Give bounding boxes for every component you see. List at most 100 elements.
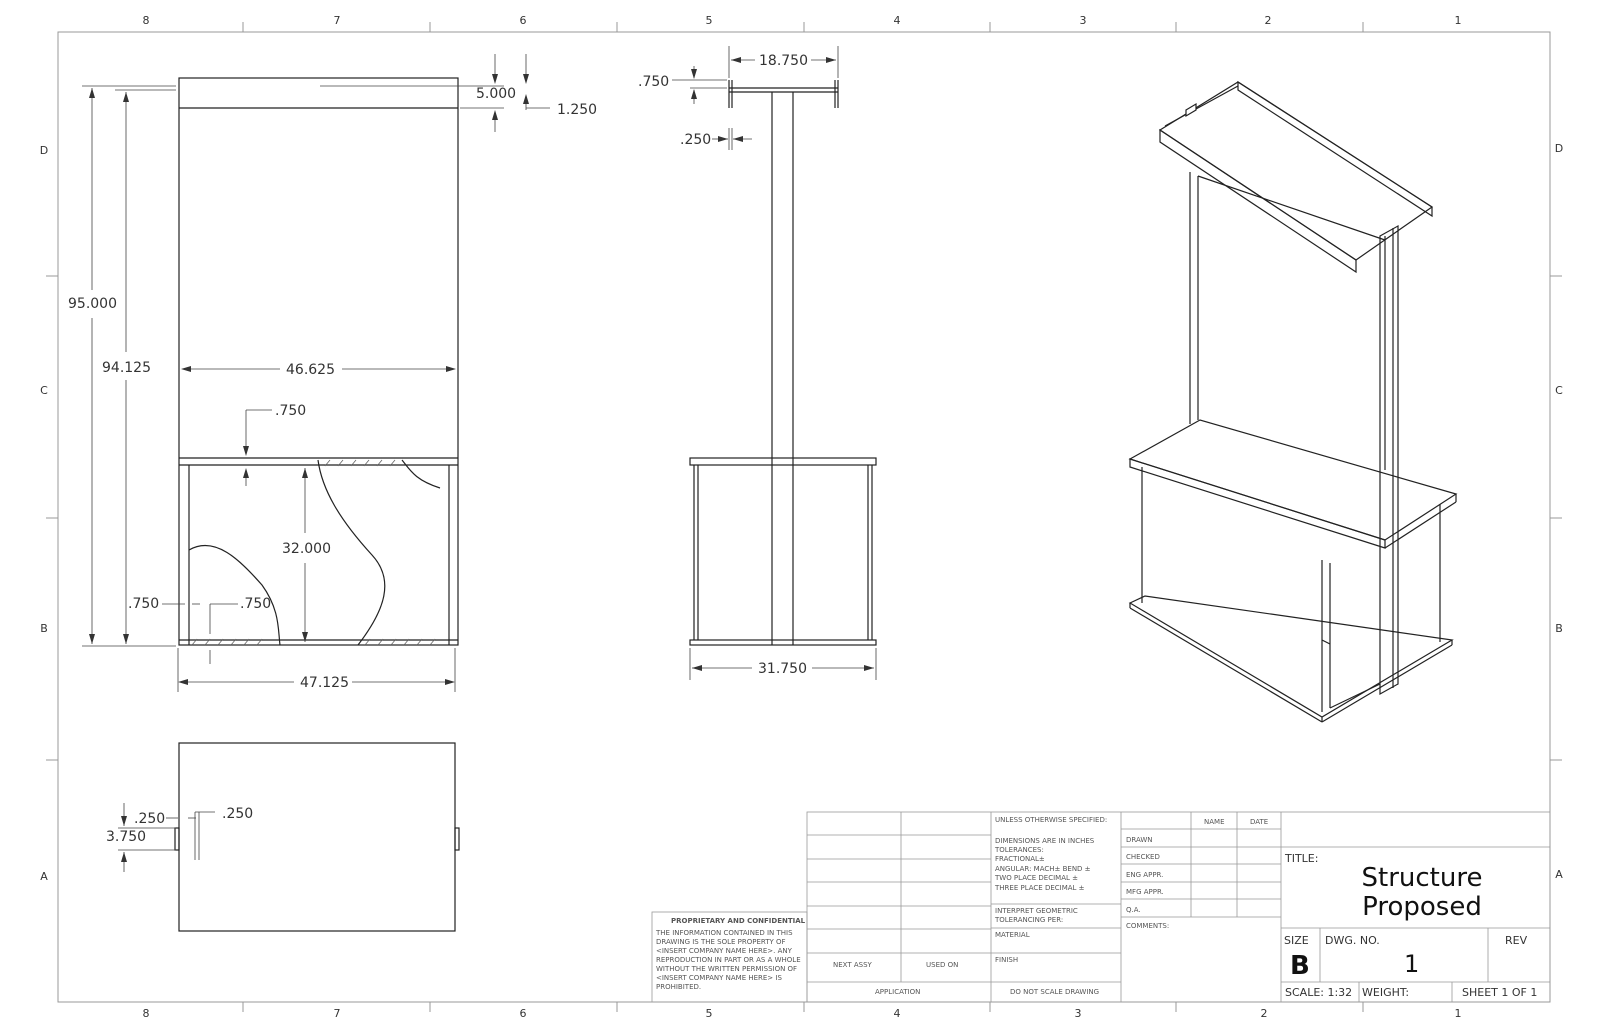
top-arrows [121,816,127,862]
drawing-title-line-2: Proposed [1362,892,1482,922]
dim-top-width: 18.750 [759,53,808,69]
proprietary-block: PROPRIETARY AND CONFIDENTIAL THE INFORMA… [651,911,808,1003]
dim-top-thickness: 1.250 [557,102,597,118]
dim-web-thickness: .250 [680,132,711,148]
zone-col-1-bottom: 1 [1455,1007,1462,1020]
dim-cabinet-height: 32.000 [282,541,331,557]
zone-labels-top: 8 7 6 5 4 3 2 1 [143,14,1462,27]
title-block: NEXT ASSY USED ON APPLICATION UNLESS OTH… [806,811,1551,1003]
interpret-line-2: TOLERANCING PER: [994,916,1063,924]
zone-row-b-right: B [1555,622,1563,635]
weight-label: WEIGHT: [1362,986,1409,999]
side-dimension-lines [672,46,877,680]
proprietary-line-3: <INSERT COMPANY NAME HERE>. ANY [656,947,793,955]
comments-label: COMMENTS: [1126,922,1169,930]
zone-labels-right: D C B A [1555,142,1563,881]
zone-row-a: A [40,870,48,883]
do-not-scale-label: DO NOT SCALE DRAWING [1010,988,1099,996]
top-view-geometry [174,742,460,932]
zone-row-d-right: D [1555,142,1563,155]
top-view: .250 .250 3.750 [106,742,460,932]
dim-shelf-thickness: .750 [275,403,306,419]
sheet-label: SHEET 1 OF 1 [1462,986,1537,999]
zone-labels-bottom: 8 7 6 5 4 3 2 1 [143,1007,1462,1020]
front-arrows [89,74,529,685]
material-label: MATERIAL [995,931,1030,939]
zone-col-6-bottom: 6 [520,1007,527,1020]
zone-col-2: 2 [1265,14,1272,27]
size-label: SIZE [1284,934,1309,947]
zone-col-4-bottom: 4 [894,1007,901,1020]
approval-mfg: MFG APPR. [1126,888,1164,896]
side-view-geometry [689,80,877,646]
zone-col-3-bottom: 3 [1075,1007,1082,1020]
front-hatch [191,459,436,646]
tolerance-line-6: THREE PLACE DECIMAL ± [994,884,1085,892]
zone-col-8-bottom: 8 [143,1007,150,1020]
dim-overall-height: 95.000 [68,296,117,312]
name-column-header: NAME [1204,818,1225,826]
proprietary-line-6: <INSERT COMPANY NAME HERE> IS [656,974,782,982]
interpret-line-1: INTERPRET GEOMETRIC [995,907,1078,915]
dwg-no-label: DWG. NO. [1325,934,1380,947]
application-label: APPLICATION [875,988,920,996]
zone-col-5-bottom: 5 [706,1007,713,1020]
zone-row-a-right: A [1555,868,1563,881]
dim-panel-width: 46.625 [286,362,335,378]
finish-label: FINISH [995,956,1018,964]
title-label: TITLE: [1284,852,1318,865]
dim-top-depth: 5.000 [476,86,516,102]
size-value: B [1290,951,1310,981]
used-on-label: USED ON [926,961,958,969]
isometric-view [1128,80,1458,723]
tolerance-line-4: ANGULAR: MACH± BEND ± [995,865,1091,873]
front-view: 95.000 94.125 46.625 .750 32.000 .750 .7… [68,54,597,692]
unless-specified-label: UNLESS OTHERWISE SPECIFIED: [995,816,1107,824]
proprietary-line-4: REPRODUCTION IN PART OR AS A WHOLE [656,956,801,964]
zone-col-2-bottom: 2 [1261,1007,1268,1020]
dim-side-thickness: .750 [128,596,159,612]
proprietary-line-5: WITHOUT THE WRITTEN PERMISSION OF [656,965,797,973]
tolerance-line-1: DIMENSIONS ARE IN INCHES [995,837,1095,845]
proprietary-line-1: THE INFORMATION CONTAINED IN THIS [655,929,793,937]
dim-tab-length: 3.750 [106,829,146,845]
dim-base-thickness: .750 [240,596,271,612]
approval-eng: ENG APPR. [1126,871,1163,879]
tolerance-line-3: FRACTIONAL± [995,855,1045,863]
zone-row-c-right: C [1555,384,1563,397]
drawing-title-line-1: Structure [1362,863,1483,893]
zone-col-8: 8 [143,14,150,27]
next-assy-label: NEXT ASSY [833,961,873,969]
dim-overall-width: 47.125 [300,675,349,691]
rev-label: REV [1505,934,1528,947]
dim-tab-gap-b: .250 [222,806,253,822]
dim-tab-gap-a: .250 [134,811,165,827]
zone-col-7: 7 [334,14,341,27]
dim-inner-height: 94.125 [102,360,151,376]
dim-base-width: 31.750 [758,661,807,677]
front-view-geometry [178,77,459,646]
tolerance-line-2: TOLERANCES: [994,846,1044,854]
date-column-header: DATE [1250,818,1268,826]
zone-col-3: 3 [1080,14,1087,27]
zone-col-4: 4 [894,14,901,27]
dwg-no-value: 1 [1404,950,1419,978]
sheet-border [46,22,1562,1012]
zone-row-b: B [40,622,48,635]
dim-top-flange: .750 [638,74,669,90]
zone-row-d: D [40,144,48,157]
proprietary-heading: PROPRIETARY AND CONFIDENTIAL [671,917,806,925]
zone-col-7-bottom: 7 [334,1007,341,1020]
proprietary-line-7: PROHIBITED. [656,983,701,991]
approval-qa: Q.A. [1126,906,1141,914]
proprietary-line-2: DRAWING IS THE SOLE PROPERTY OF [656,938,786,946]
approval-drawn: DRAWN [1126,836,1153,844]
tolerance-line-5: TWO PLACE DECIMAL ± [994,874,1078,882]
zone-col-1: 1 [1455,14,1462,27]
side-view: 18.750 .750 .250 31.750 [638,46,877,680]
zone-col-5: 5 [706,14,713,27]
zone-row-c: C [40,384,48,397]
approval-checked: CHECKED [1126,853,1160,861]
title-block-grid [806,811,1551,1003]
